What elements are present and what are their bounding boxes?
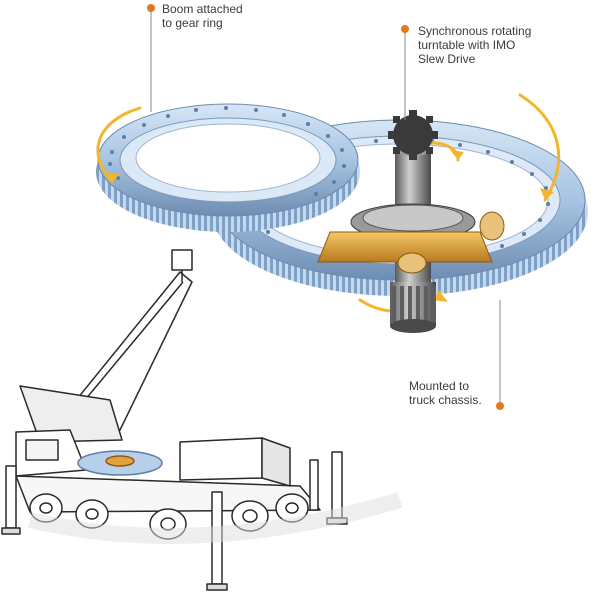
boom-tip bbox=[171, 249, 193, 271]
outrigger-front bbox=[5, 465, 17, 529]
boom-base bbox=[19, 385, 123, 443]
truck-wheels bbox=[29, 493, 309, 540]
boom-rotation-arrow bbox=[96, 106, 142, 184]
crane-truck bbox=[1, 249, 348, 591]
truck-callout-dot bbox=[496, 402, 504, 410]
truck-chassis-label: Mounted to truck chassis. bbox=[409, 379, 482, 407]
synchronous-callout-dot bbox=[401, 25, 409, 33]
bottom-pinion bbox=[390, 282, 436, 333]
boom-label: Boom attached to gear ring bbox=[162, 2, 243, 30]
chassis-box bbox=[179, 437, 263, 481]
boom-bolt-holes bbox=[108, 106, 346, 196]
truck-shadow bbox=[28, 492, 403, 544]
synchronous-turntable-label: Synchronous rotating turntable with IMO … bbox=[418, 24, 532, 66]
boom-gear-ring bbox=[96, 103, 360, 232]
slew-drive-assembly bbox=[317, 110, 505, 333]
turntable-rotation-arrow bbox=[518, 93, 561, 202]
boom-callout-dot bbox=[147, 4, 155, 12]
worm-end-cap bbox=[397, 252, 427, 274]
top-pinion bbox=[388, 110, 438, 160]
drive-housing bbox=[317, 231, 493, 263]
callout-dots bbox=[147, 4, 504, 410]
callout-lines bbox=[150, 10, 501, 404]
